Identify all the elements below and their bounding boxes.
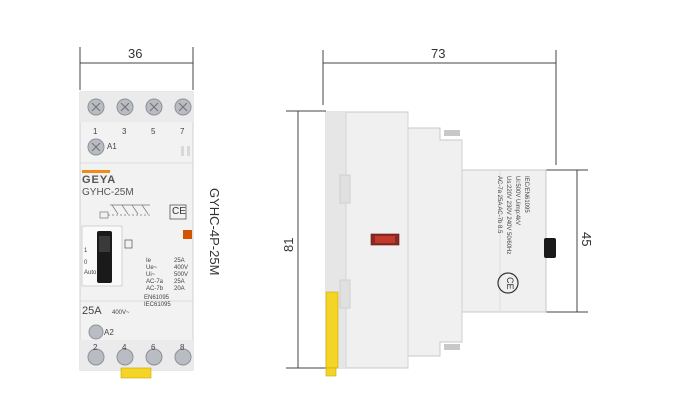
ce-mark: CE <box>172 206 186 217</box>
screw-icon <box>174 348 192 366</box>
side-din-clip[interactable] <box>325 291 339 369</box>
bottom-screws <box>87 348 192 366</box>
model-name: GYHC-25M <box>82 187 134 198</box>
screw-icon <box>87 348 105 366</box>
side-spec-text: IEC/EN61095 Ui:500V Uimp:4kV Us:220V 230… <box>496 176 529 255</box>
terminal-label-4: 4 <box>122 343 127 352</box>
side-width-label: 73 <box>431 46 446 61</box>
model-label: GYHC-4P-25M <box>207 188 222 276</box>
a2-label: A2 <box>104 328 114 337</box>
terminal-label-8: 8 <box>180 343 185 352</box>
side-ce-text: CE <box>505 277 515 290</box>
brand-accent <box>82 170 110 173</box>
switch-mark-1: 1 <box>84 248 88 254</box>
terminal-label-5: 5 <box>151 127 156 136</box>
indicator-red <box>183 230 192 239</box>
brand-logo: GEYA <box>82 174 117 186</box>
terminal-label-1: 1 <box>93 127 98 136</box>
din-clip[interactable] <box>120 367 152 379</box>
terminal-label-7: 7 <box>180 127 185 136</box>
spec-values: 25A 400V 500V 25A 20A <box>174 258 189 292</box>
screw-icon <box>116 348 134 366</box>
terminal-label-2: 2 <box>93 343 98 352</box>
top-screws <box>87 98 192 116</box>
spec-labels: Ie Ue~ Ui~ AC-7a AC-7b <box>146 258 164 292</box>
terminal-label-6: 6 <box>151 343 156 352</box>
switch-mark-auto: Auto <box>84 270 97 276</box>
rating-label: 25A <box>82 305 102 317</box>
side-ce-mark <box>497 272 519 294</box>
side-knob[interactable] <box>544 238 556 258</box>
screw-icon <box>145 348 163 366</box>
a2-screw-icon <box>88 324 104 340</box>
front-width-label: 36 <box>128 46 143 61</box>
voltage-label: 400V~ <box>112 310 130 316</box>
height-label: 81 <box>281 237 296 252</box>
circuit-diagram-icon <box>99 204 150 219</box>
a1-label: A1 <box>107 142 117 151</box>
terminal-label-3: 3 <box>122 127 127 136</box>
depth-label: 45 <box>579 232 594 247</box>
standards: EN61095 IEC61095 <box>144 295 171 308</box>
ce-box <box>169 204 187 220</box>
switch-mark-0: 0 <box>84 260 88 266</box>
